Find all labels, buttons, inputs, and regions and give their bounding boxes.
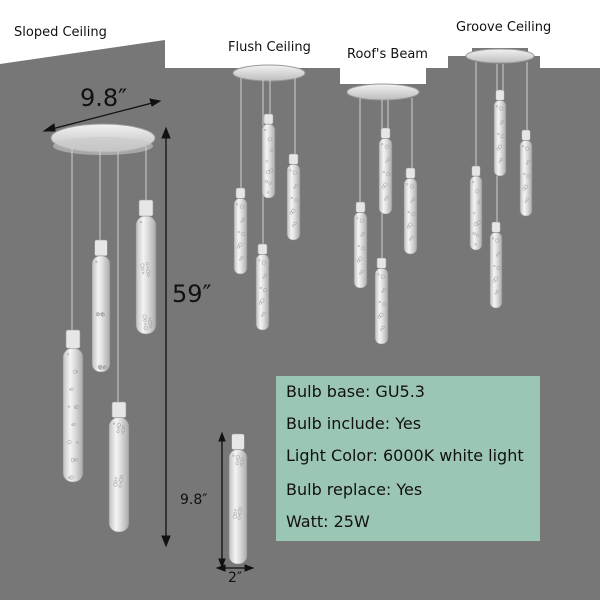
spec-panel: Bulb base: GU5.3 Bulb include: Yes Light… (276, 376, 540, 541)
crystal-tube (378, 127, 393, 215)
spec-light-color: Light Color: 6000K white light (286, 446, 524, 465)
spec-bulb-include: Bulb include: Yes (286, 414, 422, 433)
canopy (346, 83, 420, 101)
crystal-tube (255, 243, 270, 331)
sloped-ceiling-label: Sloped Ceiling (14, 25, 107, 40)
overall-height-label: 59″ (172, 280, 212, 308)
crystal-tube (62, 329, 84, 483)
crystal-tubes (62, 89, 533, 565)
canopy (465, 48, 535, 64)
crystal-tube (261, 113, 276, 199)
flush-ceiling-pendant (232, 64, 306, 246)
roof-beam-pendant (340, 66, 426, 260)
crystal-tube (135, 199, 157, 335)
spec-bulb-replace: Bulb replace: Yes (286, 480, 423, 499)
crystal-tube (91, 239, 111, 373)
tube-height-label: 9.8″ (180, 492, 208, 508)
flush-ceiling-label: Flush Ceiling (228, 40, 311, 55)
crystal-tube (374, 257, 389, 345)
groove-ceiling-label: Groove Ceiling (456, 20, 552, 35)
crystal-tube (493, 89, 507, 177)
crystal-tube (353, 201, 368, 289)
dimension-lines (42, 98, 255, 572)
spec-bulb-base: Bulb base: GU5.3 (286, 382, 425, 401)
crystal-tube (489, 221, 503, 309)
spec-watt: Watt: 25W (286, 512, 370, 531)
sloped-ceiling-pendant (50, 123, 156, 404)
crystal-tube (403, 167, 418, 255)
roof-beam-label: Roof's Beam (347, 47, 428, 62)
crystal-tube (108, 401, 130, 533)
crystal-tube (286, 153, 301, 241)
crystal-tube (469, 165, 483, 251)
crystal-tube (519, 129, 533, 217)
tube-width-label: 2″ (228, 570, 243, 586)
canopy (232, 64, 306, 82)
crystal-tube (233, 187, 248, 275)
crystal-tube (228, 433, 248, 565)
canopy-diameter-label: 9.8″ (80, 84, 128, 112)
